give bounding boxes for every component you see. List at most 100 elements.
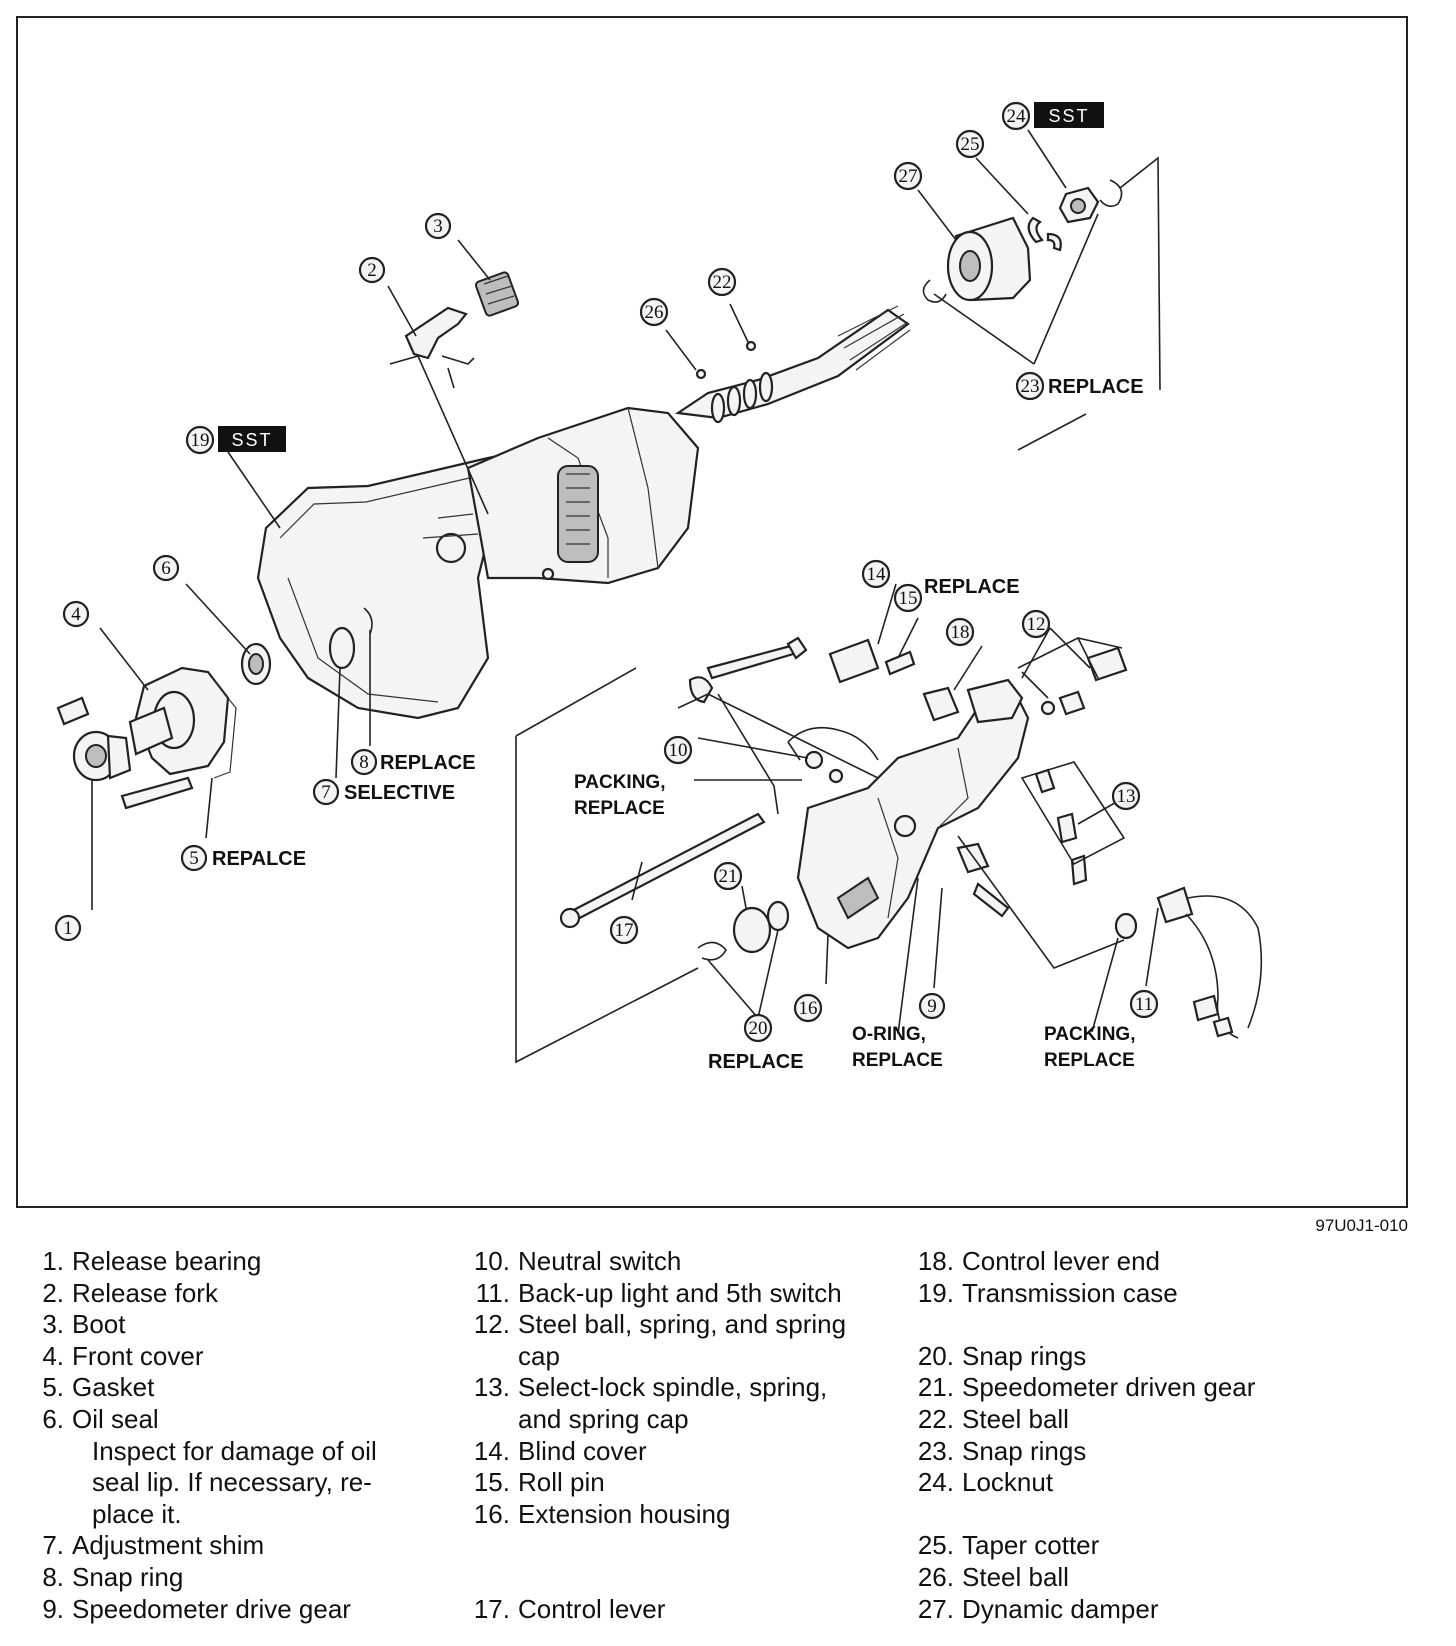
callout-12: 12 bbox=[1021, 609, 1051, 639]
callout-26: 26 bbox=[639, 297, 669, 327]
legend-item: 13.Select-lock spindle, spring, and spri… bbox=[473, 1372, 828, 1434]
figure-code: 97U0J1-010 bbox=[1315, 1216, 1408, 1235]
callout-6: 6 bbox=[152, 554, 180, 582]
svg-text:6: 6 bbox=[161, 558, 171, 579]
legend-item: 11.Back-up light and 5th switch bbox=[475, 1277, 842, 1308]
legend-item: 15.Roll pin bbox=[473, 1467, 605, 1498]
callout-23: 23 REPLACE bbox=[1015, 371, 1144, 401]
svg-text:SELECTIVE: SELECTIVE bbox=[344, 782, 455, 804]
legend-item: 8.Snap ring bbox=[42, 1561, 184, 1592]
callout-5: 5 REPALCE bbox=[180, 844, 306, 872]
legend-item: 25.Taper cotter bbox=[917, 1530, 1100, 1561]
svg-text:27: 27 bbox=[899, 166, 918, 187]
legend-item: 3.Boot bbox=[42, 1309, 126, 1340]
callout-18: 18 bbox=[945, 617, 975, 647]
legend-item: 10.Neutral switch bbox=[473, 1246, 682, 1276]
callout-15: 15 REPLACE bbox=[893, 576, 1020, 613]
svg-text:SST: SST bbox=[1048, 106, 1089, 126]
legend-item: 26.Steel ball bbox=[917, 1561, 1069, 1592]
svg-text:REPLACE: REPLACE bbox=[924, 576, 1020, 598]
legend-item: 5.Gasket bbox=[42, 1372, 155, 1403]
callout-17: 17 bbox=[609, 915, 639, 945]
callout-14: 14 bbox=[861, 559, 891, 589]
legend-item: 12.Steel ball, spring, and spring cap bbox=[473, 1309, 847, 1371]
group-bracket-lines bbox=[515, 637, 1126, 1064]
callout-25: 25 bbox=[955, 129, 985, 159]
legend-item: 2.Release fork bbox=[42, 1277, 218, 1308]
legend-item: 9.Speedometer drive gear bbox=[42, 1593, 351, 1624]
callout-8: 8 REPLACE bbox=[350, 748, 476, 776]
legend-item: 6.Oil seal bbox=[42, 1403, 159, 1434]
svg-text:16: 16 bbox=[799, 998, 818, 1019]
legend-item: 7.Adjustment shim bbox=[42, 1530, 265, 1561]
callout-24: 24 SST bbox=[1001, 101, 1104, 131]
svg-text:REPALCE: REPALCE bbox=[212, 848, 306, 870]
legend-column-3: 18.Control lever end 19.Transmission cas… bbox=[910, 1246, 1410, 1625]
svg-text:15: 15 bbox=[899, 588, 918, 609]
mainshaft-drawing bbox=[674, 305, 911, 424]
callout-22: 22 bbox=[707, 267, 737, 297]
svg-text:12: 12 bbox=[1027, 614, 1046, 635]
legend-item: 22.Steel ball bbox=[917, 1403, 1069, 1434]
callout-11: 11 bbox=[1129, 989, 1159, 1019]
rear-damper-parts-drawing bbox=[922, 156, 1161, 451]
packing-note-10-line2: REPLACE bbox=[574, 798, 665, 819]
packing-note-11-line1: PACKING, bbox=[1044, 1024, 1135, 1045]
svg-text:22: 22 bbox=[713, 272, 732, 293]
legend-item: 21.Speedometer driven gear bbox=[917, 1372, 1256, 1403]
legend-item: 27.Dynamic damper bbox=[917, 1593, 1159, 1624]
callout-3: 3 bbox=[424, 212, 452, 240]
svg-text:25: 25 bbox=[961, 134, 980, 155]
callout-19: 19 SST bbox=[185, 425, 286, 455]
legend-item: 19.Transmission case bbox=[917, 1277, 1178, 1308]
svg-text:REPLACE: REPLACE bbox=[1048, 376, 1144, 398]
legend-column-1: 1.Release bearing 2.Release fork 3.Boot … bbox=[20, 1246, 440, 1625]
callout-9: 9 bbox=[918, 992, 946, 1020]
legend-item: 24.Locknut bbox=[917, 1467, 1054, 1498]
svg-text:17: 17 bbox=[615, 920, 634, 941]
svg-text:3: 3 bbox=[433, 216, 443, 237]
legend-item: 14.Blind cover bbox=[473, 1435, 647, 1466]
packing-note-10-line1: PACKING, bbox=[574, 772, 665, 793]
callout-27: 27 bbox=[893, 161, 923, 191]
release-fork-drawing bbox=[389, 271, 520, 515]
svg-text:19: 19 bbox=[191, 430, 210, 451]
callout-4: 4 bbox=[62, 600, 90, 628]
svg-text:4: 4 bbox=[71, 604, 81, 625]
callout-21: 21 bbox=[713, 861, 743, 891]
svg-text:REPLACE: REPLACE bbox=[380, 752, 476, 774]
svg-text:10: 10 bbox=[669, 740, 688, 761]
legend-item: 20.Snap rings bbox=[917, 1340, 1087, 1371]
svg-text:13: 13 bbox=[1117, 786, 1136, 807]
svg-text:1: 1 bbox=[63, 918, 73, 939]
callout-13: 13 bbox=[1111, 781, 1141, 811]
legend-column-2: 10.Neutral switch 11.Back-up light and 5… bbox=[466, 1246, 906, 1625]
legend-item: 1.Release bearing bbox=[42, 1246, 262, 1276]
svg-text:24: 24 bbox=[1007, 106, 1027, 127]
legend-item: 16.Extension housing bbox=[473, 1498, 731, 1529]
svg-text:7: 7 bbox=[321, 782, 331, 803]
svg-text:5: 5 bbox=[189, 848, 199, 869]
legend-item: 17.Control lever bbox=[473, 1593, 666, 1624]
callout-1: 1 bbox=[54, 914, 82, 942]
svg-text:8: 8 bbox=[359, 752, 369, 773]
legend-item: 4.Front cover bbox=[42, 1340, 204, 1371]
legend-item: 23.Snap rings bbox=[917, 1435, 1087, 1466]
extension-housing-drawing bbox=[559, 636, 1263, 1039]
oring-note-line1: O-RING, bbox=[852, 1024, 926, 1045]
svg-text:21: 21 bbox=[719, 866, 738, 887]
svg-text:20: 20 bbox=[749, 1018, 768, 1039]
callout-7: 7 SELECTIVE bbox=[312, 778, 455, 806]
svg-text:9: 9 bbox=[927, 996, 937, 1017]
transmission-case-drawing bbox=[256, 406, 700, 720]
svg-text:REPLACE: REPLACE bbox=[708, 1051, 804, 1073]
svg-text:2: 2 bbox=[367, 260, 377, 281]
svg-text:23: 23 bbox=[1021, 376, 1040, 397]
oring-note-line2: REPLACE bbox=[852, 1050, 943, 1071]
leader-lines bbox=[91, 129, 1159, 1035]
packing-note-11-line2: REPLACE bbox=[1044, 1050, 1135, 1071]
callout-2: 2 bbox=[358, 256, 386, 284]
callout-10: 10 bbox=[663, 735, 693, 765]
